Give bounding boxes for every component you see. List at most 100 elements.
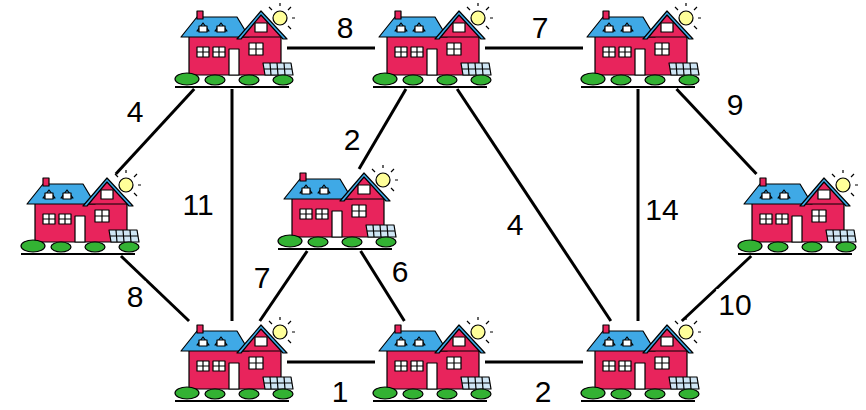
house-icon: [413, 23, 425, 31]
house-icon: [373, 400, 487, 402]
house-icon: [239, 75, 259, 85]
house-icon: [435, 325, 485, 353]
house-icon: [403, 75, 423, 85]
house-icon: [573, 317, 703, 407]
house-icon: [461, 377, 491, 389]
house-icon: [263, 377, 293, 389]
house-icon: [812, 210, 826, 222]
house-icon: [197, 47, 225, 57]
house-icon: [181, 17, 249, 37]
house-icon: [395, 23, 407, 31]
edge-line: [116, 89, 194, 174]
edge-weight: 1: [330, 376, 351, 408]
house-icon: [669, 63, 699, 75]
house-icon: [332, 211, 342, 237]
house-icon: [643, 325, 693, 353]
house-icon: [197, 11, 203, 19]
house-icon: [447, 357, 461, 369]
house-icon: [342, 237, 362, 247]
house-icon: [679, 389, 699, 399]
house-icon: [395, 325, 401, 333]
edge-weight: 4: [505, 209, 526, 241]
house-icon: [587, 17, 655, 37]
edge-line: [287, 47, 375, 50]
house-icon: [800, 178, 850, 206]
house-icon: [278, 235, 302, 247]
house-icon: [415, 26, 423, 32]
house-icon: [655, 43, 669, 55]
house-icon: [427, 363, 437, 389]
edge-line: [677, 89, 757, 174]
house-icon: [119, 242, 139, 252]
house-icon: [581, 400, 695, 402]
house-icon: [471, 75, 491, 85]
house-icon: [43, 178, 49, 186]
edge-weight: 4: [125, 96, 146, 128]
house-icon: [435, 11, 485, 39]
house-icon: [376, 237, 396, 247]
house-node: [573, 3, 703, 93]
house-icon: [175, 3, 295, 87]
house-icon: [249, 43, 263, 55]
house-node: [13, 170, 143, 260]
house-icon: [376, 173, 390, 187]
house-icon: [197, 325, 203, 333]
house-icon: [679, 325, 693, 339]
house-icon: [101, 190, 113, 199]
house-node: [365, 3, 495, 93]
house-icon: [611, 389, 631, 399]
house-icon: [45, 193, 53, 199]
edge-line: [287, 361, 375, 364]
house-icon: [836, 178, 850, 192]
house-icon: [273, 325, 287, 339]
house-icon: [278, 165, 398, 249]
house-icon: [273, 75, 293, 85]
house-icon: [670, 377, 698, 389]
house-icon: [395, 11, 401, 19]
house-icon: [447, 43, 461, 55]
house-icon: [836, 242, 856, 252]
house-icon: [95, 210, 109, 222]
house-icon: [264, 377, 292, 389]
house-icon: [403, 389, 423, 399]
house-icon: [471, 389, 491, 399]
edge-weight: 8: [335, 12, 356, 44]
house-icon: [379, 331, 447, 351]
house-node: [365, 317, 495, 407]
house-icon: [744, 184, 812, 204]
house-icon: [645, 389, 665, 399]
house-icon: [13, 170, 143, 260]
house-icon: [603, 337, 615, 345]
house-icon: [181, 331, 249, 351]
house-icon: [738, 170, 858, 254]
house-icon: [215, 337, 227, 345]
house-icon: [217, 340, 225, 346]
house-icon: [255, 23, 267, 32]
house-icon: [119, 178, 133, 192]
house-icon: [215, 23, 227, 31]
house-icon: [217, 26, 225, 32]
house-node: [167, 3, 297, 93]
house-icon: [437, 75, 457, 85]
edge-weight: 7: [530, 12, 551, 44]
house-icon: [453, 23, 465, 32]
edge-weight: 7: [252, 262, 273, 294]
house-icon: [197, 23, 209, 31]
house-icon: [175, 317, 295, 401]
house-icon: [760, 190, 772, 198]
house-icon: [603, 11, 609, 19]
house-icon: [453, 337, 465, 346]
house-icon: [229, 363, 239, 389]
house-icon: [587, 331, 655, 351]
house-icon: [373, 387, 397, 399]
house-icon: [669, 377, 699, 389]
house-node: [270, 165, 400, 255]
house-icon: [340, 173, 390, 201]
edge-weight: 6: [390, 256, 411, 288]
house-icon: [197, 337, 209, 345]
house-icon: [655, 43, 669, 55]
house-icon: [778, 190, 790, 198]
house-icon: [367, 225, 395, 237]
house-icon: [63, 193, 71, 199]
house-icon: [205, 75, 225, 85]
